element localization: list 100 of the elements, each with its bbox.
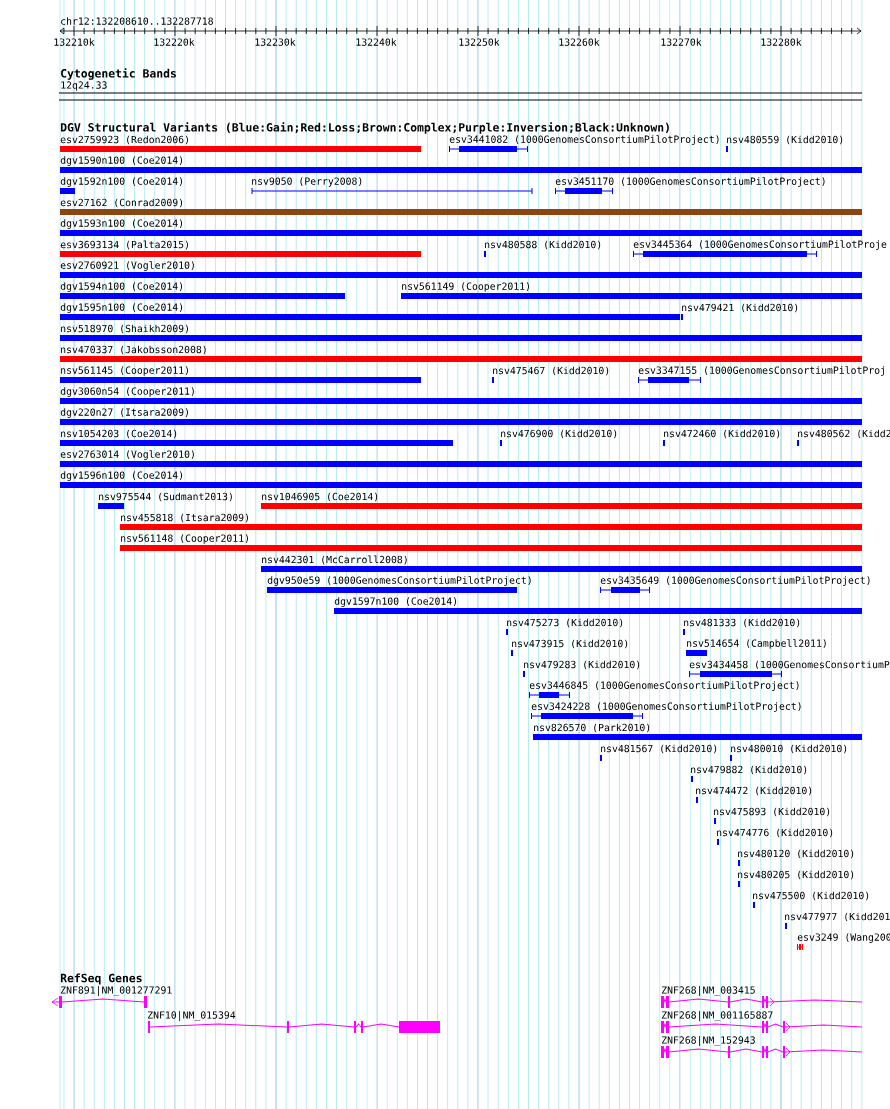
- node-label: esv3445364 (1000GenomesConsortiumPilotProje: [633, 240, 887, 250]
- variant-feature: esv3424228 (1000GenomesConsortiumPilotProject): [531, 702, 801, 720]
- node-label: nsv561145 (Cooper2011): [61, 366, 188, 376]
- variant-feature: nsv518970 (Shaikh2009): [60, 324, 862, 341]
- node-label: ZNF10|NM_015394: [147, 1011, 236, 1021]
- variant-feature: esv2760921 (Vogler2010): [60, 261, 862, 278]
- variant-feature: esv3451170 (1000GenomesConsortiumPilotProject): [555, 177, 825, 195]
- variant-feature: dgv1592n100 (Coe2014): [60, 177, 183, 194]
- tick-label: 132220k: [154, 38, 195, 46]
- variant-feature: nsv474472 (Kidd2010): [696, 786, 812, 803]
- variant-feature: nsv470337 (Jakobsson2008): [60, 345, 862, 362]
- variant-feature: esv3249 (Wang200: [797, 933, 890, 951]
- variant-feature: dgv1594n100 (Coe2014): [60, 282, 345, 299]
- variant-feature: esv3441082 (1000GenomesConsortiumPilotProject): [449, 135, 719, 153]
- variant-feature: nsv1046905 (Coe2014): [261, 492, 862, 509]
- variant-feature: dgv1593n100 (Coe2014): [60, 219, 862, 236]
- gene-model: ZNF268|NM_001165887: [660, 1011, 863, 1033]
- node-label: nsv455818 (Itsara2009): [121, 513, 248, 523]
- node-label: ZNF268|NM_152943: [661, 1036, 755, 1046]
- node-label: esv3434458 (1000GenomesConsortiumP: [689, 660, 890, 670]
- node-label: nsv475500 (Kidd2010): [753, 891, 869, 901]
- node-label: dgv1597n100 (Coe2014): [334, 597, 457, 607]
- variant-feature: dgv950e59 (1000GenomesConsortiumPilotProject): [267, 576, 531, 593]
- variant-feature: esv2763014 (Vogler2010): [60, 450, 862, 467]
- variant-feature: nsv480562 (Kidd2: [797, 429, 890, 446]
- track-heading: RefSeq Genes: [60, 973, 142, 985]
- node-label: nsv473915 (Kidd2010): [512, 639, 628, 649]
- variant-feature: nsv475273 (Kidd2010): [506, 618, 623, 635]
- variant-feature: nsv514654 (Campbell2011): [686, 639, 826, 656]
- node-label: nsv476900 (Kidd2010): [501, 429, 617, 439]
- band-label: 12q24.33: [61, 81, 107, 91]
- node-label: dgv1594n100 (Coe2014): [60, 282, 183, 292]
- node-label: nsv975544 (Sudmant2013): [99, 492, 232, 502]
- node-label: nsv826570 (Park2010): [534, 723, 650, 733]
- gene-model: ZNF891|NM_001277291: [51, 986, 172, 1008]
- variant-feature: nsv472460 (Kidd2010): [663, 429, 780, 446]
- variant-feature: esv2759923 (Redon2006): [60, 135, 421, 152]
- node-label: nsv479421 (Kidd2010): [682, 303, 798, 313]
- node-label: nsv480205 (Kidd2010): [738, 870, 854, 880]
- node-label: ZNF891|NM_001277291: [60, 986, 172, 996]
- node-label: nsv480559 (Kidd2010): [727, 135, 843, 145]
- variant-feature: esv3445364 (1000GenomesConsortiumPilotProje: [633, 240, 887, 258]
- variant-feature: nsv480010 (Kidd2010): [730, 744, 847, 761]
- node-label: dgv220n27 (Itsara2009): [60, 408, 188, 418]
- variant-feature: nsv455818 (Itsara2009): [120, 513, 862, 530]
- node-label: ZNF268|NM_001165887: [661, 1011, 773, 1021]
- tick-label: 132280k: [761, 38, 802, 46]
- node-label: nsv480120 (Kidd2010): [738, 849, 854, 859]
- variant-feature: nsv476900 (Kidd2010): [500, 429, 617, 446]
- variant-feature: nsv1054203 (Coe2014): [60, 429, 453, 446]
- gene-model: ZNF268|NM_152943: [660, 1036, 863, 1058]
- node-label: nsv479283 (Kidd2010): [524, 660, 640, 670]
- variant-feature: nsv481567 (Kidd2010): [600, 744, 717, 761]
- node-label: nsv479882 (Kidd2010): [691, 765, 807, 775]
- variant-feature: dgv220n27 (Itsara2009): [60, 408, 862, 425]
- node-label: dgv1590n100 (Coe2014): [60, 156, 183, 166]
- variant-feature: nsv475893 (Kidd2010): [714, 807, 830, 824]
- node-label: nsv480010 (Kidd2010): [731, 744, 847, 754]
- node-label: esv3693134 (Palta2015): [60, 240, 188, 250]
- node-label: esv2759923 (Redon2006): [60, 135, 188, 145]
- variant-feature: nsv477977 (Kidd201: [785, 912, 890, 929]
- node-label: nsv561149 (Cooper2011): [402, 282, 529, 292]
- title: chr12:132208610..132287718: [61, 17, 213, 25]
- node-label: esv3451170 (1000GenomesConsortiumPilotProject): [555, 177, 825, 187]
- node-label: ZNF268|NM_003415: [661, 986, 755, 996]
- variant-feature: nsv480120 (Kidd2010): [738, 849, 854, 866]
- node-label: esv3441082 (1000GenomesConsortiumPilotProject): [449, 135, 719, 145]
- variant-feature: dgv1595n100 (Coe2014): [60, 303, 680, 320]
- node-label: nsv561148 (Cooper2011): [121, 534, 248, 544]
- track-heading: Cytogenetic Bands: [61, 68, 176, 80]
- variant-feature: nsv9050 (Perry2008): [251, 177, 533, 195]
- variant-feature: nsv480588 (Kidd2010): [484, 240, 601, 257]
- variant-feature: nsv975544 (Sudmant2013): [98, 492, 232, 509]
- node-label: dgv1595n100 (Coe2014): [60, 303, 183, 313]
- variant-feature: nsv561148 (Cooper2011): [120, 534, 862, 551]
- variant-feature: esv3347155 (1000GenomesConsortiumPilotProj: [638, 366, 884, 384]
- variant-feature: esv3434458 (1000GenomesConsortiumP: [689, 660, 890, 678]
- variant-feature: nsv479882 (Kidd2010): [691, 765, 807, 782]
- node-label: nsv481333 (Kidd2010): [684, 618, 800, 628]
- variant-feature: dgv1597n100 (Coe2014): [334, 597, 862, 614]
- variant-feature: nsv473915 (Kidd2010): [511, 639, 628, 656]
- node-label: esv3249 (Wang200: [797, 933, 890, 943]
- node-label: esv3347155 (1000GenomesConsortiumPilotProj: [638, 366, 884, 376]
- node-label: nsv470337 (Jakobsson2008): [61, 345, 206, 355]
- node-label: dgv1593n100 (Coe2014): [60, 219, 183, 229]
- tick-label: 132210k: [54, 38, 95, 46]
- variant-feature: nsv474776 (Kidd2010): [717, 828, 833, 845]
- variant-feature: nsv479421 (Kidd2010): [681, 303, 798, 320]
- variant-feature: dgv1596n100 (Coe2014): [60, 471, 862, 488]
- variant-feature: nsv480205 (Kidd2010): [738, 870, 854, 887]
- node-label: esv3435649 (1000GenomesConsortiumPilotProject): [600, 576, 870, 586]
- track-heading: DGV Structural Variants (Blue:Gain;Red:Loss;Brown:Complex;Purple:Inversion;Black:Unknown): [60, 122, 669, 134]
- tick-label: 132250k: [459, 38, 500, 46]
- node-label: nsv475467 (Kidd2010): [493, 366, 609, 376]
- node-label: nsv1054203 (Coe2014): [61, 429, 177, 439]
- variant-feature: nsv479283 (Kidd2010): [523, 660, 640, 677]
- node-label: nsv1046905 (Coe2014): [262, 492, 378, 502]
- node-label: esv2763014 (Vogler2010): [60, 450, 194, 460]
- variant-feature: nsv826570 (Park2010): [533, 723, 862, 740]
- node-label: dgv3060n54 (Cooper2011): [60, 387, 194, 397]
